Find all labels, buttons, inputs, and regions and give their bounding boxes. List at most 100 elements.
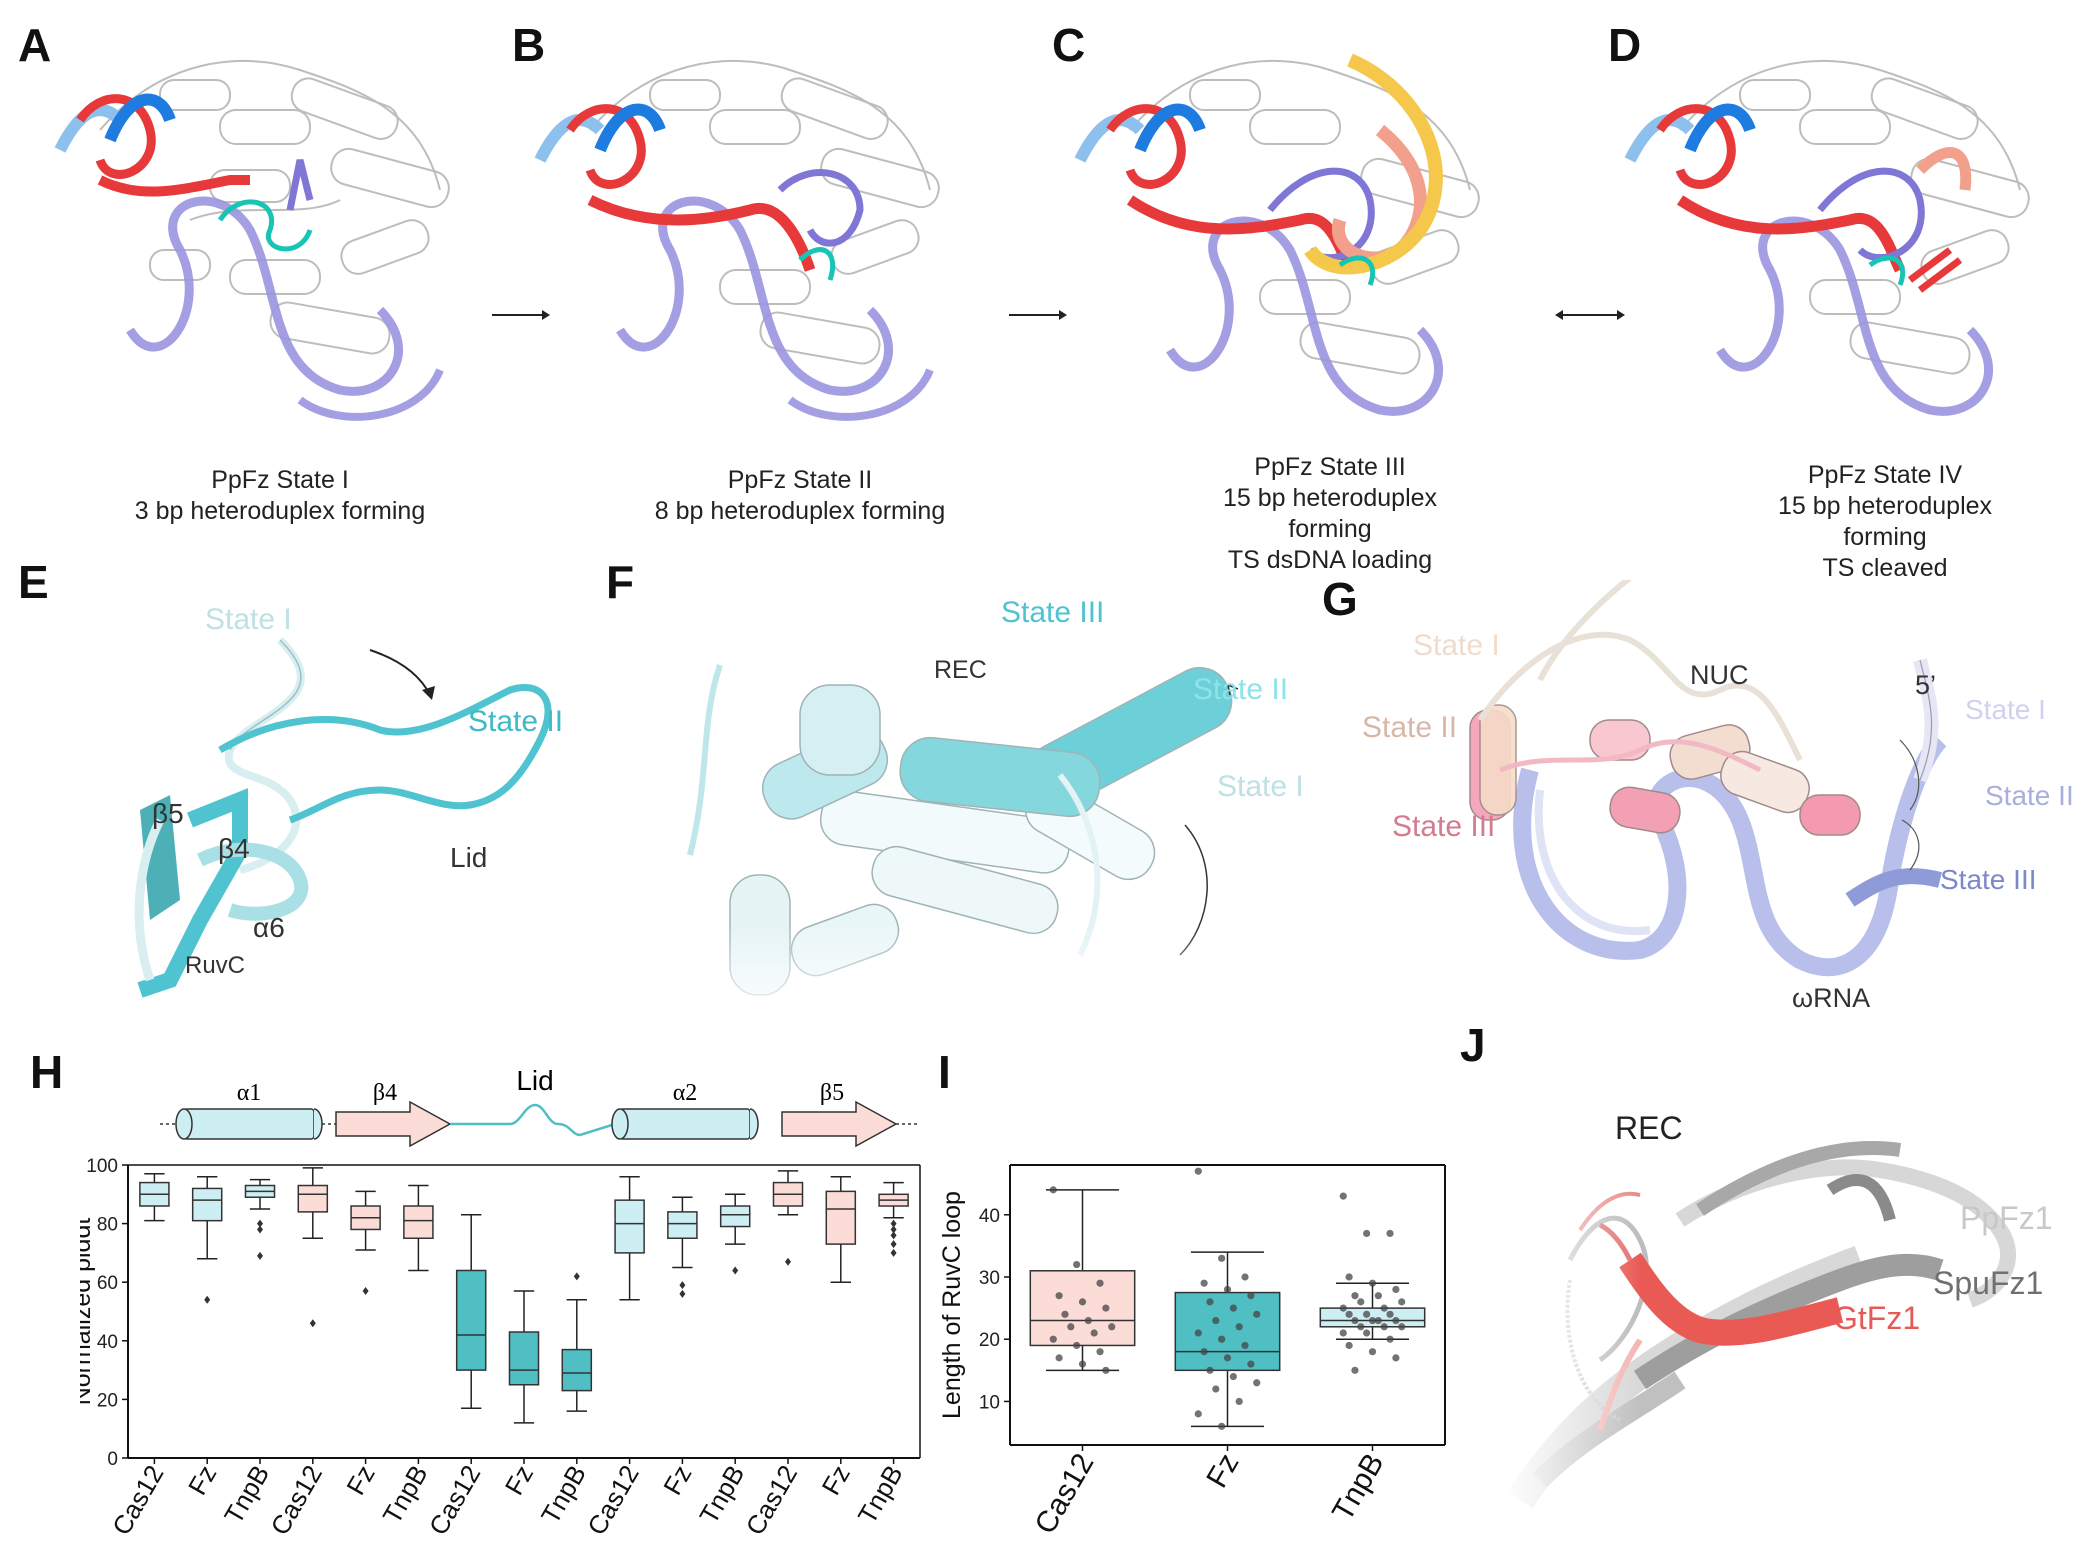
caption-d: PpFz State IV 15 bp heteroduplex forming…	[1735, 460, 2035, 584]
g-label-5prime: 5’	[1915, 670, 1937, 700]
outlier-point	[679, 1281, 686, 1290]
structure-g	[1469, 580, 1947, 977]
data-point	[1357, 1323, 1365, 1331]
y-tick-label: 20	[97, 1390, 118, 1411]
topology-label-a1: α1	[237, 1080, 262, 1106]
x-tick-label: Fz	[340, 1460, 380, 1500]
caption-line: 3 bp heteroduplex forming	[134, 497, 426, 525]
x-tick-label: Fz	[1200, 1448, 1245, 1493]
data-point	[1206, 1298, 1214, 1306]
data-point	[1223, 1354, 1232, 1362]
data-point	[1374, 1316, 1382, 1325]
data-point	[1398, 1323, 1406, 1331]
data-point	[1194, 1329, 1202, 1337]
e-label-b5: β5	[152, 798, 184, 829]
caption-line: PpFz State IV	[1807, 461, 1963, 489]
box-iqr	[719, 1205, 751, 1228]
data-point	[1223, 1285, 1232, 1294]
box-cas12	[614, 1175, 645, 1301]
data-point	[1386, 1310, 1394, 1318]
f-label-state2: State II	[1193, 673, 1289, 706]
y-tick-label: 20	[979, 1330, 1000, 1351]
data-point	[1090, 1329, 1098, 1337]
panel-label-f: F	[606, 556, 635, 608]
data-point	[1096, 1348, 1104, 1356]
data-point	[1078, 1298, 1087, 1306]
outlier-point	[890, 1248, 897, 1257]
data-point	[1108, 1323, 1116, 1331]
j-label-rec: REC	[1615, 1110, 1683, 1146]
topology-beta4-strand	[335, 1100, 452, 1148]
data-point	[1374, 1292, 1382, 1300]
structure-f	[640, 664, 1280, 1025]
data-point	[1368, 1348, 1377, 1356]
x-tick-label: Fz	[182, 1460, 222, 1500]
x-tick-label: TnpB	[693, 1460, 750, 1529]
topology-alpha2-helix	[619, 1108, 751, 1140]
data-point	[1212, 1385, 1220, 1393]
data-point	[1218, 1335, 1226, 1343]
arrow-c-d-reversible	[1555, 310, 1625, 320]
panel-label-i: I	[938, 1046, 951, 1098]
caption-line: PpFz State III	[1254, 453, 1406, 481]
data-point	[1078, 1360, 1087, 1368]
data-point	[1241, 1273, 1249, 1281]
outlier-point	[890, 1240, 897, 1249]
y-tick-label: 60	[97, 1273, 118, 1294]
data-point	[1368, 1316, 1377, 1325]
data-point	[1241, 1341, 1249, 1350]
data-point	[1055, 1292, 1063, 1300]
box-tnpb	[1319, 1192, 1426, 1374]
caption-b: PpFz State II 8 bp heteroduplex forming	[650, 465, 950, 527]
data-point	[1218, 1254, 1226, 1262]
data-point	[1345, 1310, 1353, 1318]
caption-line: TS cleaved	[1822, 554, 1948, 582]
box-iqr	[403, 1205, 434, 1240]
j-label-gtfz1: GtFz1	[1833, 1300, 1921, 1336]
arrow-b-to-c	[1009, 310, 1067, 320]
structure-d	[1624, 59, 2030, 416]
x-tick-label: Cas12	[106, 1460, 170, 1540]
box-fz	[667, 1196, 698, 1298]
structure-c	[1074, 53, 1480, 416]
data-point	[1345, 1273, 1353, 1281]
x-tick-label: TnpB	[377, 1460, 434, 1529]
box-iqr	[561, 1348, 593, 1392]
data-point	[1061, 1310, 1069, 1318]
data-point	[1351, 1366, 1359, 1374]
data-point	[1392, 1354, 1400, 1362]
box-iqr	[297, 1184, 329, 1213]
data-point	[1351, 1292, 1359, 1300]
box-cas12	[455, 1214, 487, 1409]
e-label-b4: β4	[218, 833, 250, 864]
x-tick-label: Cas12	[1029, 1448, 1101, 1540]
panel-label-h: H	[30, 1046, 64, 1098]
topology-label-b4: β4	[373, 1080, 397, 1106]
g-label-state2-left: State II	[1362, 711, 1458, 744]
data-point	[1357, 1298, 1365, 1306]
g-label-state1-left: State I	[1413, 629, 1500, 662]
data-point	[1218, 1422, 1226, 1430]
x-tick-label: Cas12	[264, 1460, 328, 1540]
data-point	[1380, 1304, 1388, 1312]
caption-c: PpFz State III 15 bp heteroduplex formin…	[1180, 452, 1480, 576]
arrow-a-to-b	[492, 310, 550, 320]
data-point	[1073, 1260, 1081, 1269]
outlier-point	[309, 1319, 316, 1328]
box-fz	[350, 1190, 381, 1295]
g-label-state1-right: State I	[1965, 694, 2046, 725]
data-point	[1386, 1229, 1394, 1238]
x-tick-label: Cas12	[740, 1460, 804, 1540]
box-fz	[825, 1175, 857, 1283]
x-tick-label: TnpB	[535, 1460, 592, 1529]
g-label-nuc: NUC	[1690, 660, 1749, 690]
g-label-rna: ωRNA	[1792, 983, 1871, 1013]
caption-a: PpFz State I 3 bp heteroduplex forming	[130, 465, 430, 527]
y-tick-label: 80	[97, 1215, 118, 1236]
g-label-state3-right: State III	[1940, 864, 2037, 895]
panel-label-b: B	[512, 19, 546, 71]
data-point	[1253, 1310, 1261, 1318]
structure-a	[54, 59, 450, 421]
outlier-point	[785, 1257, 791, 1266]
